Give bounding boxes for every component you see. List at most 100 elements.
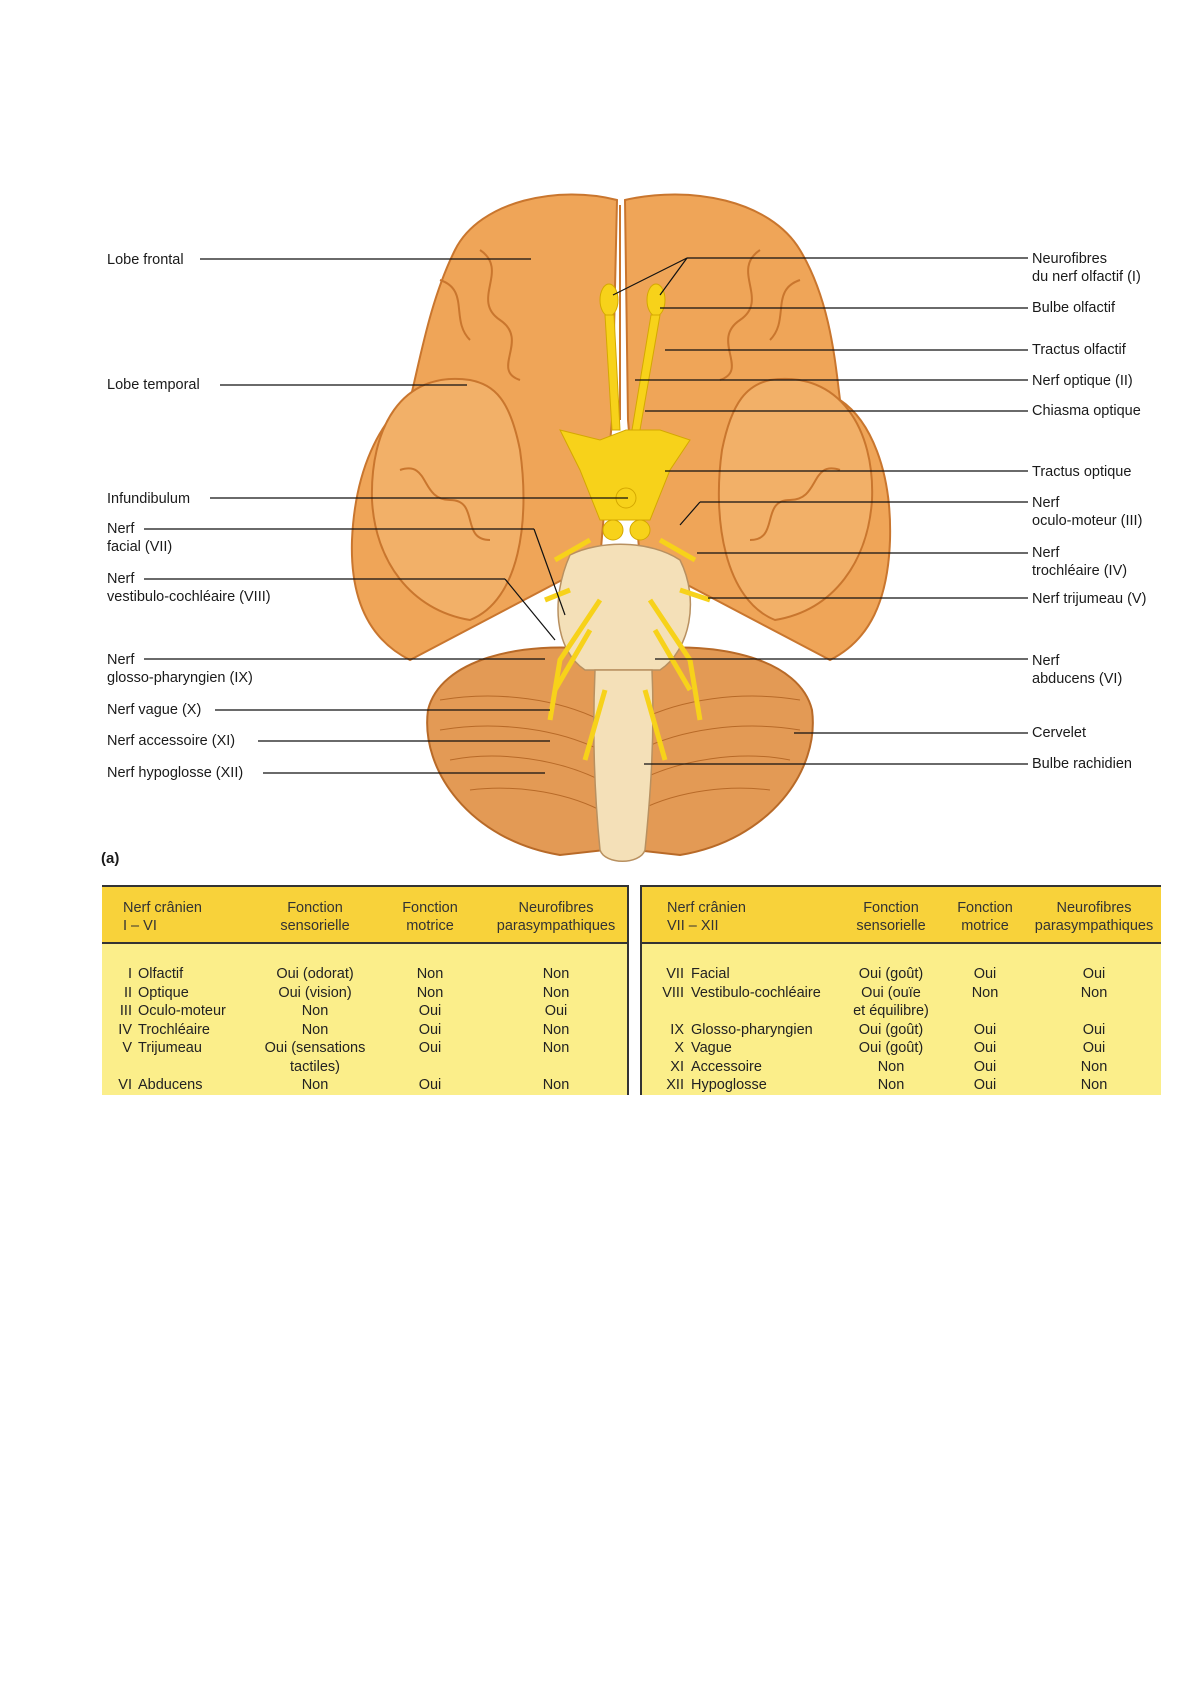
- table-row: VI Abducens Non Oui Non: [102, 1076, 627, 1095]
- label-nerf-hypoglosse: Nerf hypoglosse (XII): [107, 765, 244, 781]
- nerve-number: XI: [670, 1058, 684, 1075]
- label-bulbe-rachidien: Bulbe rachidien: [1032, 756, 1132, 772]
- cerebellum: [426, 646, 814, 857]
- nerve-number: I: [127, 966, 132, 982]
- sensory-function: Non: [301, 1077, 329, 1093]
- parasympathetic-fibres: Non: [542, 1021, 570, 1038]
- parasympathetic-fibres: Non: [1080, 1077, 1108, 1093]
- motor-function: Oui: [973, 1040, 997, 1056]
- label-nerf-abducens: Nerf abducens (VI): [1032, 653, 1123, 687]
- label-cervelet: Cervelet: [1032, 725, 1086, 741]
- motor-function: Oui: [418, 1077, 442, 1093]
- motor-function: Oui: [418, 1003, 442, 1019]
- header-motrice: Fonction motrice: [957, 900, 1013, 934]
- medulla: [593, 669, 654, 862]
- motor-function: Oui: [973, 966, 997, 982]
- nerve-name: Optique: [138, 984, 189, 1001]
- motor-function: Oui: [973, 1021, 997, 1038]
- cerebrum: [350, 193, 892, 662]
- left-olfactory-bulb: [599, 283, 619, 317]
- header-motrice: Fonction motrice: [402, 900, 458, 934]
- sensory-function: Oui (sensations tactiles): [264, 1040, 366, 1075]
- label-nerf-optique: Nerf optique (II): [1032, 373, 1133, 389]
- parasympathetic-fibres: Oui: [1082, 1021, 1106, 1038]
- nerve-name: Olfactif: [138, 966, 184, 982]
- sensory-function: Non: [301, 1021, 329, 1038]
- parasympathetic-fibres: Non: [1080, 1058, 1108, 1075]
- label-nerf-vague: Nerf vague (X): [107, 702, 202, 718]
- leader-lines: [144, 257, 1028, 774]
- nerve-number: III: [119, 1003, 132, 1019]
- table-row: III Oculo-moteur Non Oui Oui: [102, 1002, 627, 1021]
- motor-function: Oui: [418, 1021, 442, 1038]
- header-nerf: Nerf crânien VII – XII: [667, 900, 746, 934]
- parasympathetic-fibres: Non: [542, 966, 570, 982]
- motor-function: Non: [416, 984, 444, 1001]
- sensory-function: Oui (odorat): [276, 966, 354, 982]
- parasympathetic-fibres: Non: [542, 984, 570, 1001]
- header-parasympathiques: Neurofibres parasympathiques: [496, 900, 616, 934]
- nerve-number: VII: [666, 966, 684, 982]
- nerve-name: Vestibulo-cochléaire: [691, 984, 821, 1001]
- nerve-name: Oculo-moteur: [138, 1003, 226, 1019]
- nerve-name: Trijumeau: [138, 1040, 202, 1056]
- cranial-nerves-table-vii-xii: Nerf crânien VII – XII Fonction sensorie…: [640, 885, 1161, 1095]
- motor-function: Oui: [973, 1077, 997, 1093]
- parasympathetic-fibres: Oui: [1082, 966, 1106, 982]
- nerve-number: VI: [118, 1077, 132, 1093]
- nerve-number: II: [123, 984, 132, 1001]
- label-tractus-olfactif: Tractus olfactif: [1032, 342, 1126, 358]
- label-nerf-glosso: Nerf glosso-pharyngien (IX): [107, 652, 253, 686]
- label-nerf-oculo-moteur: Nerf oculo-moteur (III): [1032, 495, 1143, 529]
- nerve-name: Glosso-pharyngien: [691, 1021, 813, 1038]
- table-row: IV Trochléaire Non Oui Non: [102, 1021, 627, 1040]
- motor-function: Non: [416, 966, 444, 982]
- nerve-number: IX: [670, 1021, 684, 1038]
- header-nerf: Nerf crânien I – VI: [123, 900, 202, 934]
- label-neurofibres-olfactif: Neurofibres du nerf olfactif (I): [1032, 251, 1141, 285]
- label-chiasma-optique: Chiasma optique: [1032, 403, 1141, 419]
- motor-function: Non: [971, 984, 999, 1001]
- table-header: Nerf crânien I – VI Fonction sensorielle…: [102, 887, 627, 944]
- nerve-number: XII: [666, 1077, 684, 1093]
- header-sensorielle: Fonction sensorielle: [280, 900, 350, 934]
- figure-tag: (a): [101, 850, 120, 867]
- label-nerf-trochleaire: Nerf trochléaire (IV): [1032, 545, 1128, 579]
- nerve-name: Vague: [691, 1040, 732, 1056]
- right-olfactory-bulb: [646, 283, 666, 317]
- cranial-nerves-table-i-vi: Nerf crânien I – VI Fonction sensorielle…: [102, 885, 629, 1095]
- nerve-name: Trochléaire: [138, 1021, 210, 1038]
- label-lobe-frontal: Lobe frontal: [107, 252, 184, 268]
- label-nerf-accessoire: Nerf accessoire (XI): [107, 733, 236, 749]
- sensory-function: Oui (goût): [858, 1040, 924, 1056]
- nerve-number: V: [122, 1040, 132, 1056]
- motor-function: Oui: [973, 1058, 997, 1075]
- nerve-number: IV: [118, 1021, 132, 1038]
- nerve-name: Accessoire: [691, 1058, 762, 1075]
- parasympathetic-fibres: Oui: [544, 1003, 568, 1019]
- sensory-function: Non: [877, 1077, 905, 1093]
- label-lobe-temporal: Lobe temporal: [107, 377, 200, 393]
- parasympathetic-fibres: Non: [1080, 984, 1108, 1001]
- table-header: Nerf crânien VII – XII Fonction sensorie…: [642, 887, 1161, 944]
- table-row: I Olfactif Oui (odorat) Non Non: [102, 965, 627, 984]
- nerve-name: Abducens: [138, 1077, 203, 1093]
- parasympathetic-fibres: Non: [542, 1077, 570, 1093]
- sensory-function: Oui (ouïe et équilibre): [853, 984, 929, 1020]
- label-infundibulum: Infundibulum: [107, 491, 191, 507]
- label-nerf-vestibulo: Nerf vestibulo-cochléaire (VIII): [107, 571, 271, 605]
- label-bulbe-olfactif: Bulbe olfactif: [1032, 300, 1116, 316]
- sensory-function: Non: [301, 1003, 329, 1019]
- parasympathetic-fibres: Non: [542, 1040, 570, 1056]
- nerve-number: X: [674, 1040, 684, 1056]
